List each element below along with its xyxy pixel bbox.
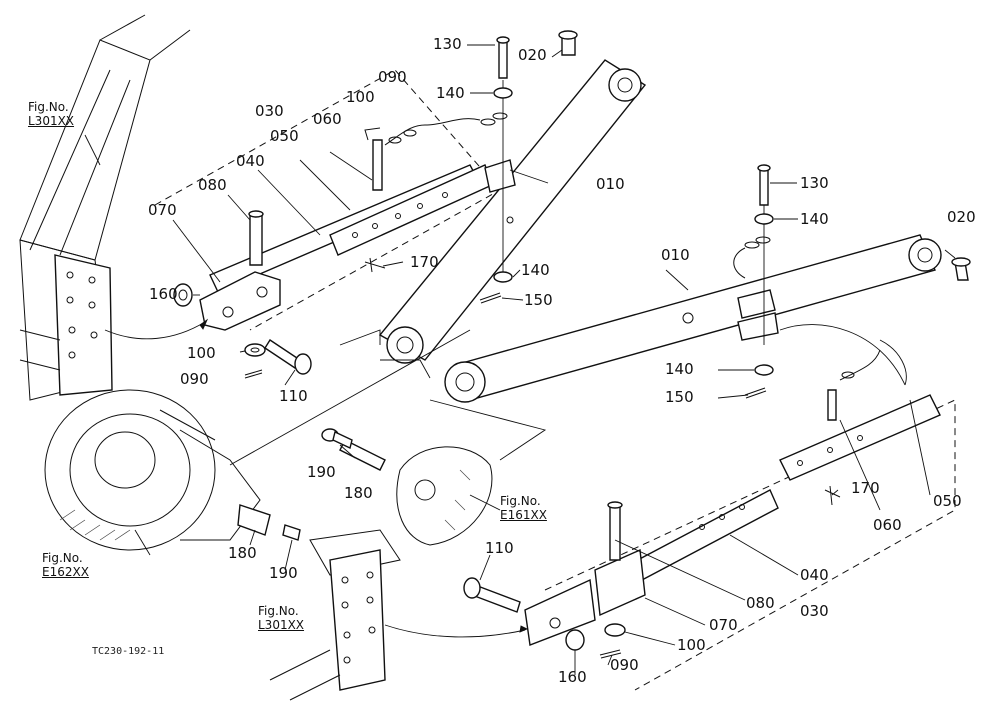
callout-060: 060 <box>313 110 342 128</box>
figure-ref-number: E161XX <box>500 508 547 522</box>
callout-190: 190 <box>269 564 298 582</box>
callout-150: 150 <box>665 388 694 406</box>
figure-ref-number: L301XX <box>258 618 305 632</box>
check-rod-bottom <box>384 324 941 659</box>
callout-070: 070 <box>709 616 738 634</box>
callout-030: 030 <box>800 602 829 620</box>
figure-ref-l301-top: Fig.No. L301XX <box>28 100 74 128</box>
callout-100: 100 <box>346 88 375 106</box>
group-box-030-bottom <box>544 399 956 691</box>
lower-link-left <box>378 30 647 364</box>
callout-010: 010 <box>596 175 625 193</box>
figure-ref-prefix: Fig.No. <box>42 551 83 565</box>
reference-lines <box>229 329 547 466</box>
drawing-code: TC230-192-11 <box>92 646 165 657</box>
figure-ref-number: E162XX <box>42 565 89 579</box>
figure-ref-e161: Fig.No. E161XX <box>500 494 547 522</box>
tractor-frame-bottom <box>269 529 401 701</box>
callout-140: 140 <box>521 261 550 279</box>
callout-180: 180 <box>344 484 373 502</box>
callout-140: 140 <box>436 84 465 102</box>
axle-hub-right <box>396 446 493 546</box>
callout-180: 180 <box>228 544 257 562</box>
callout-020: 020 <box>947 208 976 226</box>
figure-ref-number: L301XX <box>28 114 75 128</box>
callout-050: 050 <box>270 127 299 145</box>
callout-100: 100 <box>677 636 706 654</box>
callout-060: 060 <box>873 516 902 534</box>
callout-040: 040 <box>236 152 265 170</box>
figure-ref-e162: Fig.No. E162XX <box>42 551 89 579</box>
check-rod-top <box>104 118 493 379</box>
figure-ref-prefix: Fig.No. <box>28 100 69 114</box>
callout-170: 170 <box>851 479 880 497</box>
callout-160: 160 <box>149 285 178 303</box>
callout-090: 090 <box>610 656 639 674</box>
figure-ref-l301-bottom: Fig.No. L301XX <box>258 604 304 632</box>
lower-link-right <box>444 164 971 403</box>
callout-140: 140 <box>665 360 694 378</box>
callout-110: 110 <box>279 387 308 405</box>
callout-070: 070 <box>148 201 177 219</box>
callout-190: 190 <box>307 463 336 481</box>
callout-090: 090 <box>378 68 407 86</box>
callout-130: 130 <box>800 174 829 192</box>
callout-090: 090 <box>180 370 209 388</box>
callout-080: 080 <box>198 176 227 194</box>
callout-130: 130 <box>433 35 462 53</box>
callout-010: 010 <box>661 246 690 264</box>
group-box-030-top <box>154 69 501 331</box>
callout-050: 050 <box>933 492 962 510</box>
callout-040: 040 <box>800 566 829 584</box>
tractor-frame-top-left <box>19 14 191 401</box>
callout-020: 020 <box>518 46 547 64</box>
figure-ref-prefix: Fig.No. <box>258 604 299 618</box>
callout-160: 160 <box>558 668 587 686</box>
figure-ref-prefix: Fig.No. <box>500 494 541 508</box>
stud-assemblies <box>321 428 386 471</box>
callout-150: 150 <box>524 291 553 309</box>
axle-hub-left <box>44 389 301 551</box>
leader-lines <box>84 44 956 675</box>
callout-030: 030 <box>255 102 284 120</box>
callout-140: 140 <box>800 210 829 228</box>
callout-080: 080 <box>746 594 775 612</box>
callout-100: 100 <box>187 344 216 362</box>
callout-110: 110 <box>485 539 514 557</box>
callout-170: 170 <box>410 253 439 271</box>
